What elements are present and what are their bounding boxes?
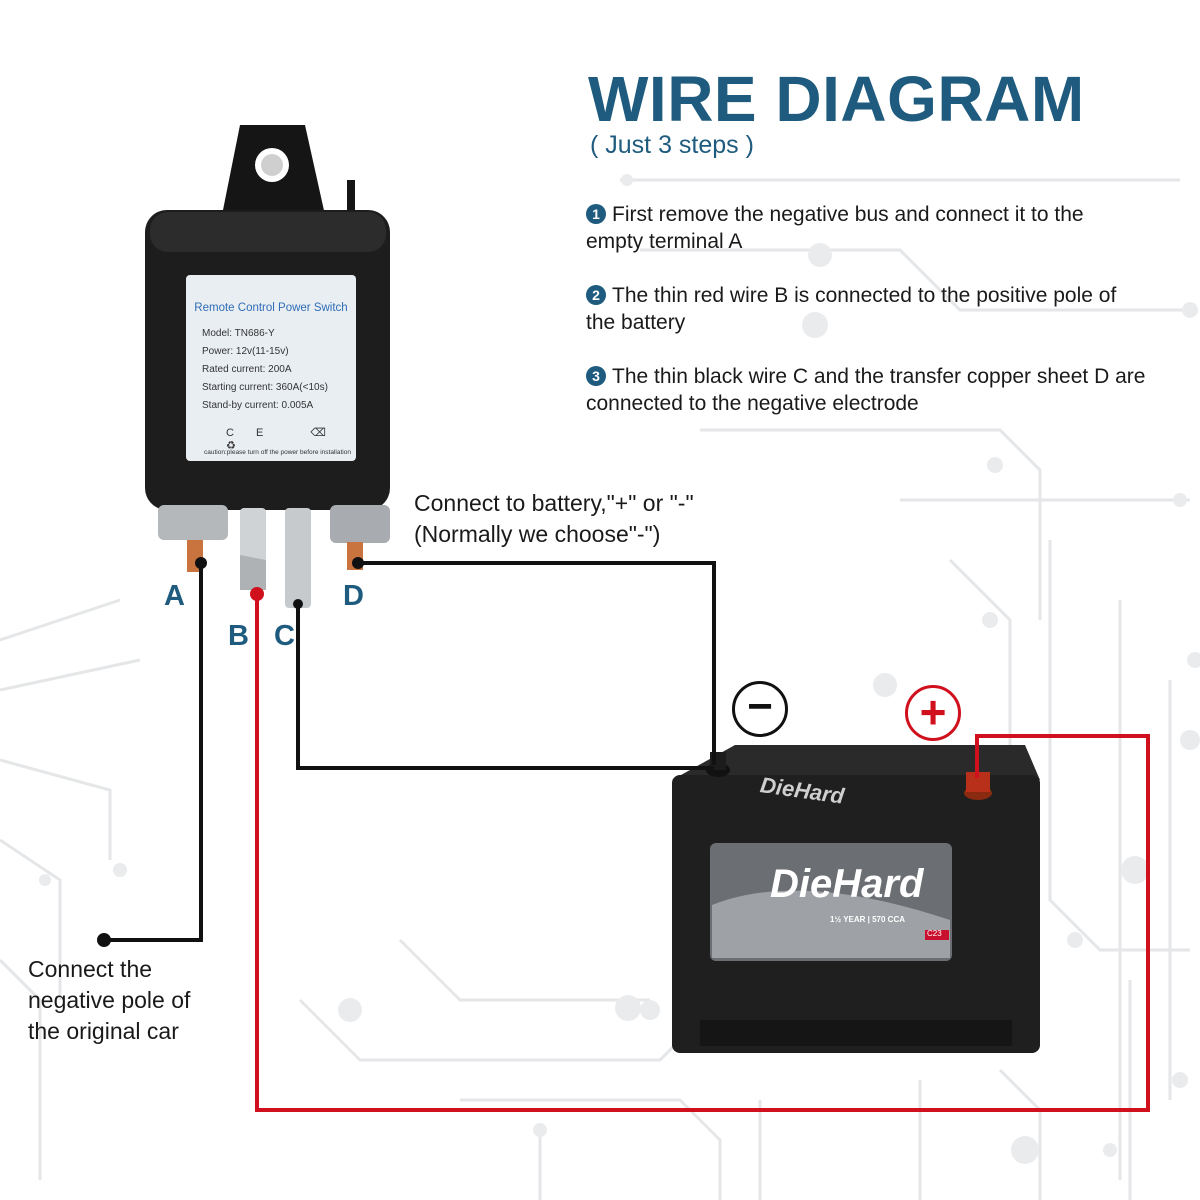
car-note-line-3: the original car [28, 1018, 179, 1044]
wire-a-to-car [104, 563, 203, 942]
terminal-c-label: C [274, 620, 295, 652]
step-number-icon: 1 [586, 204, 606, 224]
battery-positive-post [964, 772, 992, 800]
device-rated-line: Rated current: 200A [202, 364, 292, 375]
device-warning-text: caution:please turn off the power before… [204, 449, 351, 456]
minus-circle-icon: − [732, 681, 788, 737]
step-number-icon: 2 [586, 285, 606, 305]
device-starting-line: Starting current: 360A(<10s) [202, 382, 328, 393]
car-ground-dot [97, 933, 111, 947]
battery-note-line-1: Connect to battery,"+" or "-" [414, 490, 694, 516]
battery-body [672, 745, 1040, 1053]
device-model-line: Model: TN686-Y [202, 328, 275, 339]
wire-b-to-battery-positive [255, 594, 1150, 1112]
battery-group-code: C23 [927, 929, 942, 938]
battery-spec-line: 1½ YEAR | 570 CCA [830, 915, 906, 924]
terminal-a-label: A [164, 580, 185, 612]
battery-note-line-2: (Normally we choose"-") [414, 521, 661, 547]
ce-mark-icon: CE [226, 427, 286, 439]
diagram-title: WIRE DIAGRAM [588, 63, 1085, 135]
device-label-title: Remote Control Power Switch [194, 302, 348, 314]
terminal-posts [158, 505, 390, 608]
terminal-b-dot [250, 587, 264, 601]
certification-icons: CE ⌫ ♻ [226, 426, 356, 452]
diagram-subtitle: ( Just 3 steps ) [590, 131, 754, 159]
car-note-line-1: Connect the [28, 956, 153, 982]
battery-brand: DieHard [770, 862, 924, 906]
terminal-a-dot [195, 557, 207, 569]
step-number-icon: 3 [586, 366, 606, 386]
plus-circle-icon: + [905, 685, 961, 741]
bin-icon: ⌫ [310, 427, 348, 439]
terminal-c-dot [293, 599, 303, 609]
step-3-text: The thin black wire C and the transfer c… [586, 365, 1146, 415]
terminal-d-dot [352, 557, 364, 569]
battery-connection-note: Connect to battery,"+" or "-" (Normally … [414, 488, 694, 550]
car-ground-note: Connect the negative pole of the origina… [28, 954, 190, 1047]
recycle-icon: ♻ [226, 440, 258, 452]
wire-d-to-battery-negative [358, 561, 716, 765]
step-2-text: The thin red wire B is connected to the … [586, 284, 1117, 334]
device-spec-label: Remote Control Power Switch Model: TN686… [186, 275, 356, 461]
car-note-line-2: negative pole of [28, 987, 191, 1013]
wire-c-to-battery-negative [296, 605, 714, 770]
mounting-bracket [222, 125, 355, 225]
device-standby-line: Stand-by current: 0.005A [202, 400, 314, 411]
device-power-line: Power: 12v(11-15v) [202, 346, 289, 357]
terminal-d-label: D [343, 580, 364, 612]
step-1-text: First remove the negative bus and connec… [586, 203, 1084, 253]
terminal-b-label: B [228, 620, 249, 652]
